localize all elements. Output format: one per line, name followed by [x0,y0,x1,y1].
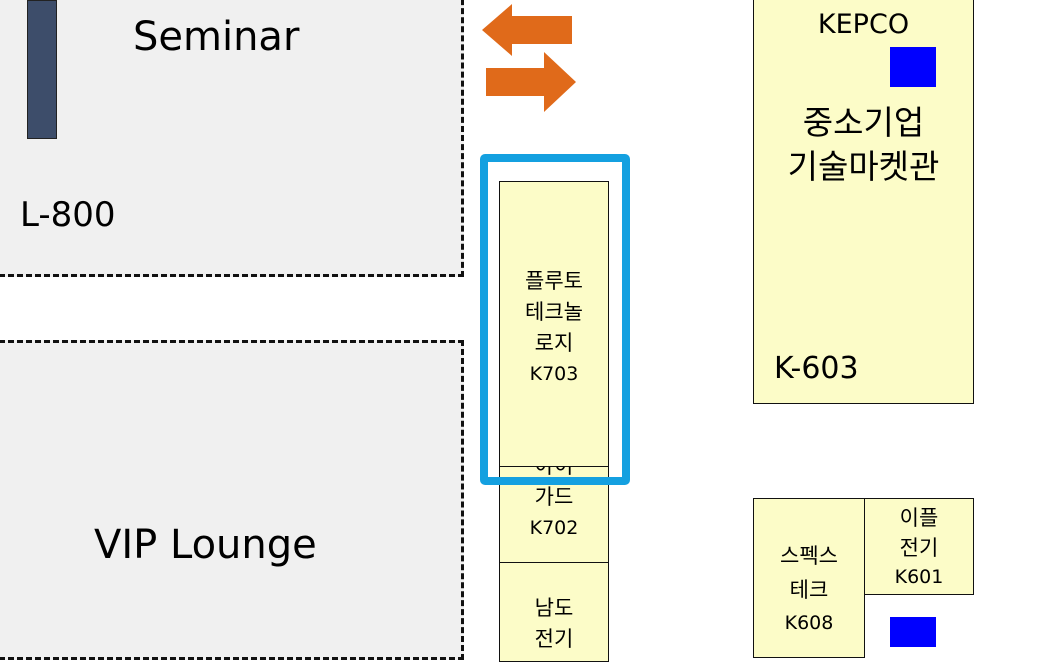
seminar-code: L-800 [20,195,116,235]
left-arrow-icon [482,4,572,56]
booth-namdo[interactable]: 남도 전기 [499,562,609,662]
booth-k703-line2: 테크놀 [525,300,583,324]
location-marker [890,47,936,87]
booth-k601-line2: 전기 [899,535,939,560]
vip-lounge-zone[interactable] [0,340,464,660]
seminar-label: Seminar [133,14,300,60]
seminar-zone[interactable] [0,0,464,277]
booth-k601[interactable]: 이플 전기 K601 [864,498,974,595]
booth-k608[interactable]: 스펙스 테크 K608 [753,498,865,658]
kepco-hall-name-line2: 기술마켓관 [787,147,940,186]
kepco-hall-code: K-603 [774,351,859,386]
right-arrow-icon [486,52,576,112]
booth-namdo-line1: 남도 [534,596,574,620]
booth-k601-code: K601 [894,565,944,588]
booth-k702-line2: 가드 [534,485,574,509]
kepco-hall-name-line1: 중소기업 [802,103,925,142]
location-marker-2 [890,617,936,647]
booth-k702-line1: 아이 [534,466,574,478]
booth-k703-line1: 플루토 [525,269,583,293]
booth-k702-code: K702 [529,517,579,539]
kepco-hall-booth[interactable] [753,0,974,404]
booth-k608-line1: 스펙스 [780,544,838,568]
vip-lounge-label: VIP Lounge [94,522,317,568]
booth-k703-code: K703 [529,363,579,385]
booth-k608-line2: 테크 [789,578,829,602]
pillar [27,0,57,139]
selected-booth-highlight [480,154,630,485]
booth-namdo-line2: 전기 [534,627,574,651]
booth-k703-line3: 로지 [534,331,574,355]
booth-k601-line1: 이플 [899,505,939,530]
booth-k703[interactable]: 플루토 테크놀 로지 K703 [499,181,609,471]
booth-k608-code: K608 [784,612,834,634]
kepco-brand: KEPCO [817,9,910,40]
